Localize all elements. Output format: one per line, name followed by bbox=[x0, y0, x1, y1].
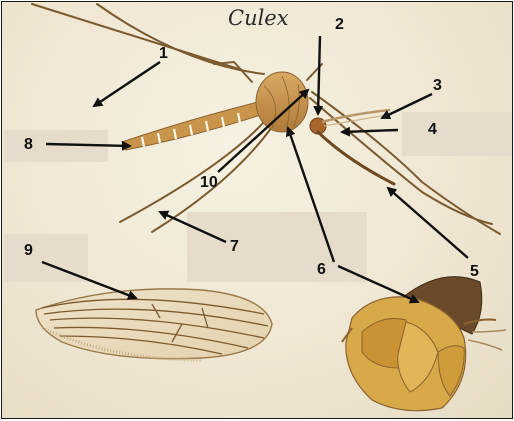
label-7: 7 bbox=[230, 238, 239, 256]
label-4: 4 bbox=[428, 121, 437, 139]
label-10: 10 bbox=[200, 174, 218, 192]
label-1: 1 bbox=[159, 45, 168, 63]
arrow-5 bbox=[388, 188, 468, 258]
label-3: 3 bbox=[433, 77, 442, 95]
arrow-6b bbox=[288, 128, 334, 262]
arrow-4 bbox=[342, 130, 398, 132]
arrow-2 bbox=[318, 36, 320, 114]
label-5: 5 bbox=[470, 263, 479, 281]
arrow-8 bbox=[46, 144, 130, 146]
arrow-9 bbox=[42, 262, 136, 298]
head-closeup bbox=[342, 277, 506, 411]
thorax bbox=[256, 72, 308, 132]
label-8: 8 bbox=[24, 136, 33, 154]
leader-arrows bbox=[42, 36, 468, 302]
proboscis bbox=[318, 132, 394, 184]
arrow-6 bbox=[338, 266, 418, 302]
label-9: 9 bbox=[24, 242, 33, 260]
wing bbox=[36, 289, 272, 360]
diagram-title: Culex bbox=[228, 6, 289, 30]
arrow-3 bbox=[382, 94, 432, 118]
arrow-7 bbox=[160, 212, 226, 242]
arrow-1 bbox=[94, 62, 160, 106]
label-6: 6 bbox=[317, 261, 326, 279]
label-2: 2 bbox=[335, 16, 344, 34]
